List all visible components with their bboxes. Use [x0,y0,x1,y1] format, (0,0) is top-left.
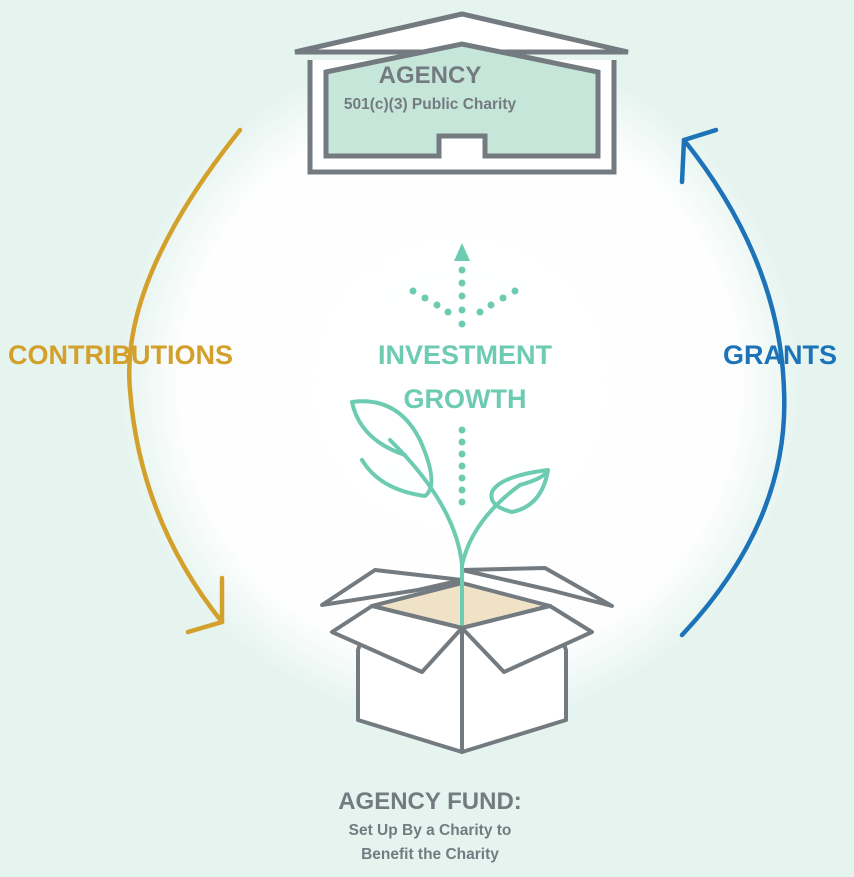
center-glow [120,45,800,725]
house-icon [294,11,629,175]
contributions-label: CONTRIBUTIONS [8,340,233,370]
box-front-icon [330,604,594,754]
investment-label: INVESTMENT [377,340,552,370]
fund-title: AGENCY FUND: [338,788,522,815]
fund-description-line1: Set Up By a Charity to [348,822,512,839]
agency-title: AGENCY [378,62,482,89]
agency-subtitle: 501(c)(3) Public Charity [343,96,517,113]
fund-description-line2: Benefit the Charity [361,846,499,863]
sprout-icon [350,399,550,650]
growth-label: GROWTH [403,384,527,414]
grants-label: GRANTS [723,340,837,370]
contributions-arrow-icon [127,127,243,635]
dotted-arrow-icon [409,243,519,506]
grants-arrow-icon [679,127,787,638]
